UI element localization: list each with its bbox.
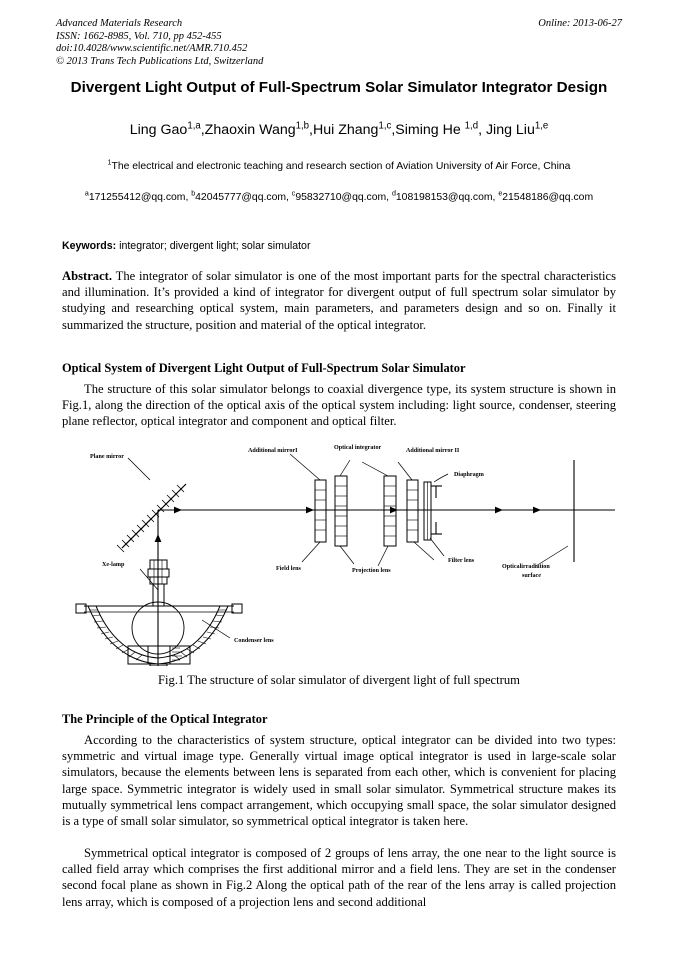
abstract: Abstract. The integrator of solar simula… xyxy=(62,268,616,333)
section-heading-optical-system: Optical System of Divergent Light Output… xyxy=(62,361,466,375)
keywords-value: integrator; divergent light; solar simul… xyxy=(116,240,311,252)
keywords-label: Keywords: xyxy=(62,240,117,252)
label-diaphragm: Diaphragm xyxy=(454,472,484,478)
xenon-bulb-envelope xyxy=(131,601,185,655)
label-projection-lens: Projection lens xyxy=(352,568,391,574)
condenser-lens-leader xyxy=(201,619,231,639)
issn-line: ISSN: 1662-8985, Vol. 710, pp 452-455 xyxy=(56,30,222,42)
section-paragraph-principle-2: Symmetrical optical integrator is compos… xyxy=(62,846,616,909)
section-heading-principle: The Principle of the Optical Integrator xyxy=(62,712,268,726)
additional-mirror-2-plate xyxy=(406,479,419,543)
copyright-line: © 2013 Trans Tech Publications Ltd, Swit… xyxy=(56,55,264,67)
figure-1-caption: Fig.1 The structure of solar simulator o… xyxy=(158,673,520,687)
projection-lens-plate xyxy=(383,475,397,547)
abstract-label: Abstract. xyxy=(62,269,113,283)
label-additional-mirror-2: Additional mirror II xyxy=(406,448,460,454)
diaphragm-marks xyxy=(431,485,442,535)
xe-lamp-leader xyxy=(139,568,159,591)
projection-lens-cells xyxy=(384,485,396,537)
figure-1-drawing: Plane mirror Additional mirrorI Optical … xyxy=(75,445,615,666)
lamp-base-inner xyxy=(147,645,171,665)
masthead: Advanced Materials Research Online: 2013… xyxy=(56,18,622,68)
section-paragraph-principle-1: According to the characteristics of syst… xyxy=(62,733,616,829)
lamp-base-block xyxy=(127,645,191,665)
figure-leader-lines xyxy=(289,453,569,567)
page-title: Divergent Light Output of Full-Spectrum … xyxy=(70,79,608,96)
label-optical-integrator: Optical integrator xyxy=(334,445,382,451)
field-lens-plate xyxy=(334,475,348,547)
label-additional-mirror-1: Additional mirrorI xyxy=(248,448,298,454)
plane-mirror-hatching xyxy=(116,484,185,553)
journal-title: Advanced Materials Research xyxy=(56,18,183,29)
beam-direction-arrows xyxy=(154,506,541,542)
additional-mirror-1-cells xyxy=(315,489,326,531)
label-xe-lamp: Xe-lamp xyxy=(102,562,125,568)
lamp-base-hatching xyxy=(172,647,182,661)
condenser-reflector-hatching xyxy=(90,609,226,661)
label-condenser-lens: Condenser lens xyxy=(234,638,274,644)
doi-line: doi:10.4028/www.scientific.net/AMR.710.4… xyxy=(56,43,248,55)
plane-mirror-surface xyxy=(121,483,187,549)
figure-1: Plane mirror Additional mirrorI Optical … xyxy=(62,438,618,666)
abstract-text: The integrator of solar simulator is one… xyxy=(62,269,616,332)
author-emails: a171255412@qq.com, b42045777@qq.com, c95… xyxy=(84,190,594,203)
author-list: Ling Gao1,a,Zhaoxin Wang1,b,Hui Zhang1,c… xyxy=(129,120,549,138)
lamp-lower-barrel xyxy=(149,663,168,666)
label-irradiation-surface-2: surface xyxy=(522,573,541,579)
reflector-mount-left xyxy=(75,603,87,614)
condenser-reflector-inner xyxy=(95,605,221,659)
label-field-lens: Field lens xyxy=(276,566,302,572)
masthead-line-journal: Advanced Materials Research Online: 2013… xyxy=(56,18,622,31)
affiliation: 1The electrical and electronic teaching … xyxy=(107,159,571,172)
field-lens-cells xyxy=(335,485,347,537)
additional-mirror-1-plate xyxy=(314,479,327,543)
additional-mirror-2-cells xyxy=(407,489,418,531)
keywords-line: Keywords: integrator; divergent light; s… xyxy=(62,240,616,252)
label-irradiation-surface-1: Opticalirradiation xyxy=(502,564,550,570)
online-date: Online: 2013-06-27 xyxy=(538,18,622,29)
label-plane-mirror: Plane mirror xyxy=(90,454,124,460)
incident-ray xyxy=(127,457,151,481)
reflector-mount-right xyxy=(231,603,243,614)
section-paragraph-optical-system: The structure of this solar simulator be… xyxy=(62,382,616,429)
label-filter-lens: Filter lens xyxy=(448,558,475,564)
